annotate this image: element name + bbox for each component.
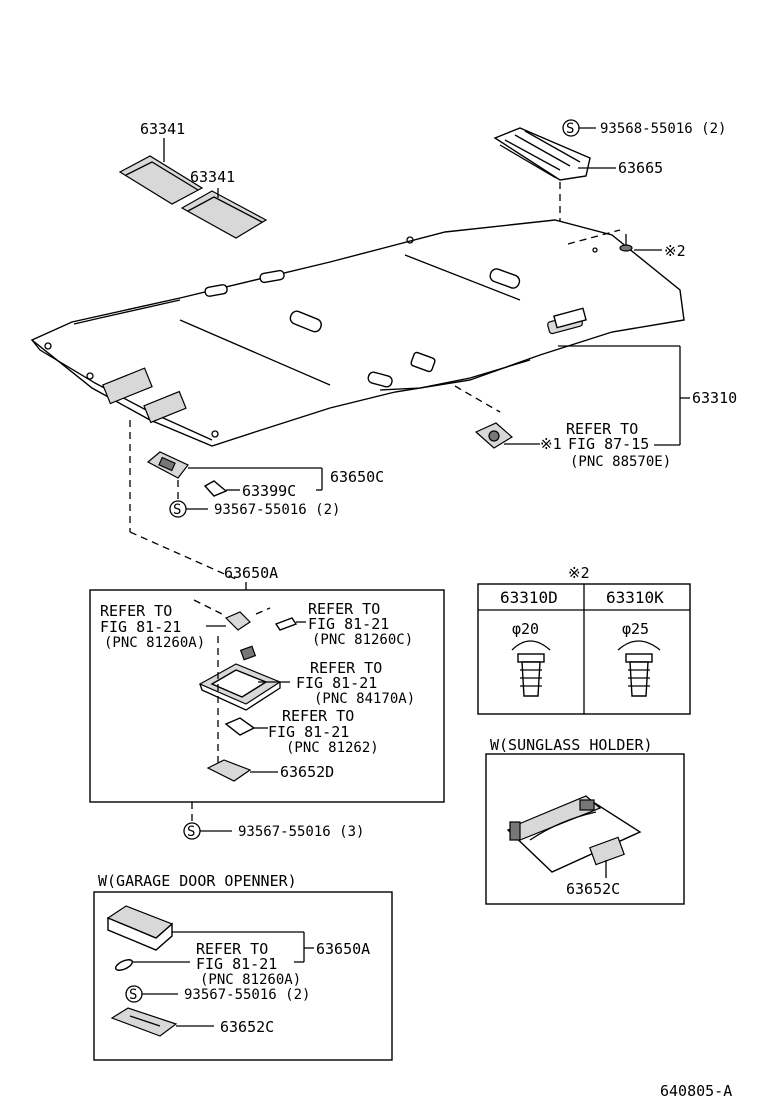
headliner-label: 63310: [692, 389, 737, 407]
map-lamp-refer-switch3: (PNC 84170A): [314, 691, 415, 707]
map-lamp-refer-c1: REFER TO: [308, 600, 380, 618]
map-lamp-housing[interactable]: [198, 663, 282, 711]
headliner-refer-line2: FIG 87-15: [568, 435, 649, 453]
clip-table-dia2: φ25: [622, 620, 649, 638]
sunglass-holder[interactable]: [506, 795, 642, 873]
sunglass-holder-title: W(SUNGLASS HOLDER): [490, 736, 653, 754]
rear-lamp-lens-label: 63399C: [242, 482, 296, 500]
map-lamp-lens[interactable]: [224, 717, 256, 736]
rear-lamp-bracket-label: 63650C: [330, 468, 384, 486]
garage-door-refer-1: REFER TO: [196, 940, 268, 958]
figure-id: 640805-A: [660, 1082, 732, 1100]
headliner-refer-line1: REFER TO: [566, 420, 638, 438]
roof-headliner[interactable]: [30, 219, 685, 447]
rear-lamp-housing[interactable]: [146, 451, 189, 479]
headliner-clip[interactable]: [474, 422, 514, 449]
screw-symbol-rear-lamp-letter: S: [173, 502, 181, 518]
map-lamp-bracket[interactable]: [206, 759, 252, 782]
clip-63310k[interactable]: [617, 640, 661, 697]
garage-door-bulb[interactable]: [114, 958, 134, 973]
sunglass-holder-box: [485, 753, 685, 905]
sunglass-holder-label: 63652C: [566, 880, 620, 898]
clip-strip-label: 63665: [618, 159, 663, 177]
clip-table-col2: 63310K: [606, 588, 664, 607]
garage-door-box: [93, 891, 393, 1061]
map-lamp-refer-switch1: REFER TO: [310, 659, 382, 677]
map-lamp-refer-a2: FIG 81-21: [100, 618, 181, 636]
map-lamp-screw-label: 93567-55016 (3): [238, 824, 364, 840]
map-lamp-refer-lens1: REFER TO: [282, 707, 354, 725]
headliner-fastener[interactable]: [619, 234, 633, 252]
rear-lamp-lens[interactable]: [203, 480, 228, 497]
map-lamp-refer-switch2: FIG 81-21: [296, 674, 377, 692]
garage-door-assy-label: 63650A: [316, 940, 370, 958]
sun-visor-lower[interactable]: [180, 188, 268, 239]
garage-door-bracket-label: 63652C: [220, 1018, 274, 1036]
map-lamp-refer-c3: (PNC 81260C): [312, 632, 413, 648]
map-lamp-switch[interactable]: [239, 645, 257, 661]
clip-marker: ※1: [540, 435, 562, 453]
map-lamp-bulb-socket[interactable]: [224, 611, 251, 631]
map-lamp-bulb[interactable]: [274, 617, 298, 631]
fastener-ref: ※2: [664, 242, 686, 260]
map-lamp-refer-lens3: (PNC 81262): [286, 740, 379, 756]
map-lamp-bracket-label: 63652D: [280, 763, 334, 781]
clip-63310d[interactable]: [511, 640, 551, 697]
screw-symbol-map-lamp-letter: S: [187, 824, 195, 840]
garage-door-screw-label: 93567-55016 (2): [184, 987, 310, 1003]
map-lamp-refer-a3: (PNC 81260A): [104, 635, 205, 651]
rear-lamp-screw-label: 93567-55016 (2): [214, 502, 340, 518]
clip-table-title: ※2: [568, 564, 590, 582]
map-lamp-title: 63650A: [224, 564, 278, 582]
screw-symbol-garage-door-letter: S: [129, 987, 137, 1003]
sun-visor-lower-label: 63341: [190, 168, 235, 186]
garage-door-title: W(GARAGE DOOR OPENNER): [98, 872, 297, 890]
garage-door-bracket[interactable]: [110, 1007, 178, 1037]
map-lamp-refer-lens2: FIG 81-21: [268, 723, 349, 741]
clip-strip-63665[interactable]: [493, 127, 591, 181]
screw-part-63665: 93568-55016 (2): [600, 121, 726, 137]
screw-symbol-63665-letter: S: [566, 121, 574, 137]
map-lamp-refer-c2: FIG 81-21: [308, 615, 389, 633]
garage-door-lamp-housing[interactable]: [106, 905, 174, 951]
clip-table-dia1: φ20: [512, 620, 539, 638]
garage-door-refer-2: FIG 81-21: [196, 955, 277, 973]
garage-door-refer-3: (PNC 81260A): [200, 972, 301, 988]
map-lamp-box: [89, 589, 445, 803]
sun-visor-upper[interactable]: [118, 138, 204, 205]
clip-table-col1: 63310D: [500, 588, 558, 607]
map-lamp-refer-a1: REFER TO: [100, 602, 172, 620]
headliner-refer-line3: (PNC 88570E): [570, 454, 671, 470]
sun-visor-upper-label: 63341: [140, 120, 185, 138]
